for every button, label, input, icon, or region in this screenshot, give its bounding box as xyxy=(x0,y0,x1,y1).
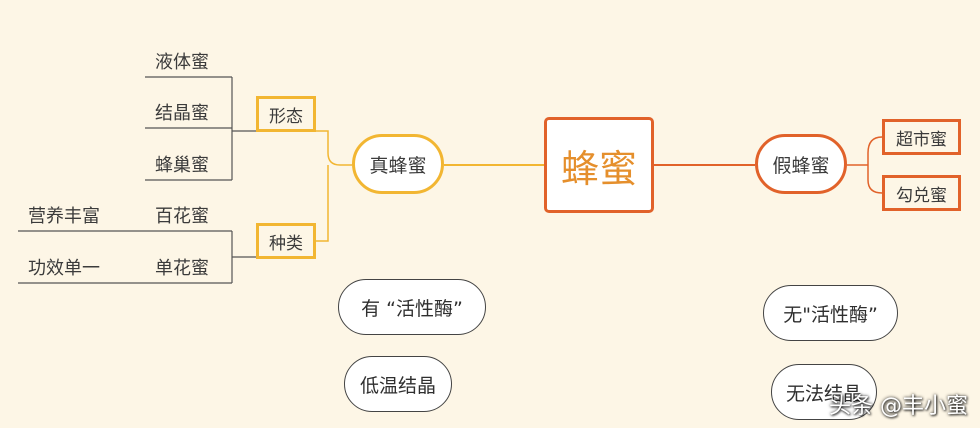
feature-no-enzyme: 无"活性酶” xyxy=(763,285,898,341)
feature-no-crystal: 无法结晶 xyxy=(771,364,877,420)
blended-honey-label: 勾兑蜜 xyxy=(896,185,947,206)
true-honey-label: 真蜂蜜 xyxy=(369,154,427,177)
fake-honey-label: 假蜂蜜 xyxy=(772,154,830,177)
form-group-node: 形态 xyxy=(256,96,316,132)
variety-group-node: 种类 xyxy=(256,223,316,259)
feature-active-enzyme-label: 有 “活性酶” xyxy=(361,297,463,320)
root-label: 蜂蜜 xyxy=(560,146,637,191)
supermarket-honey-node: 超市蜜 xyxy=(882,119,961,155)
form-item-comb: 蜂巢蜜 xyxy=(155,155,209,176)
form-group-label: 形态 xyxy=(269,106,303,127)
variety-item-multifloral: 百花蜜 xyxy=(155,206,209,227)
blended-honey-node: 勾兑蜜 xyxy=(882,175,961,211)
form-item-crystal: 结晶蜜 xyxy=(155,103,209,124)
supermarket-honey-label: 超市蜜 xyxy=(896,129,947,150)
variety-group-label: 种类 xyxy=(269,233,303,254)
fake-honey-node: 假蜂蜜 xyxy=(755,134,847,194)
watermark: 头条 @丰小蜜 xyxy=(829,394,968,419)
root-node: 蜂蜜 xyxy=(544,117,654,213)
true-honey-node: 真蜂蜜 xyxy=(352,134,444,194)
feature-no-enzyme-label: 无"活性酶” xyxy=(783,303,878,326)
form-item-liquid: 液体蜜 xyxy=(155,52,209,73)
note-effect: 功效单一 xyxy=(28,258,100,279)
variety-item-monofloral: 单花蜜 xyxy=(155,258,209,279)
feature-low-temp-crystal-label: 低温结晶 xyxy=(359,374,436,397)
note-nutrition: 营养丰富 xyxy=(28,206,100,227)
feature-low-temp-crystal: 低温结晶 xyxy=(344,356,452,412)
feature-active-enzyme: 有 “活性酶” xyxy=(338,279,486,335)
feature-no-crystal-label: 无法结晶 xyxy=(785,382,862,405)
